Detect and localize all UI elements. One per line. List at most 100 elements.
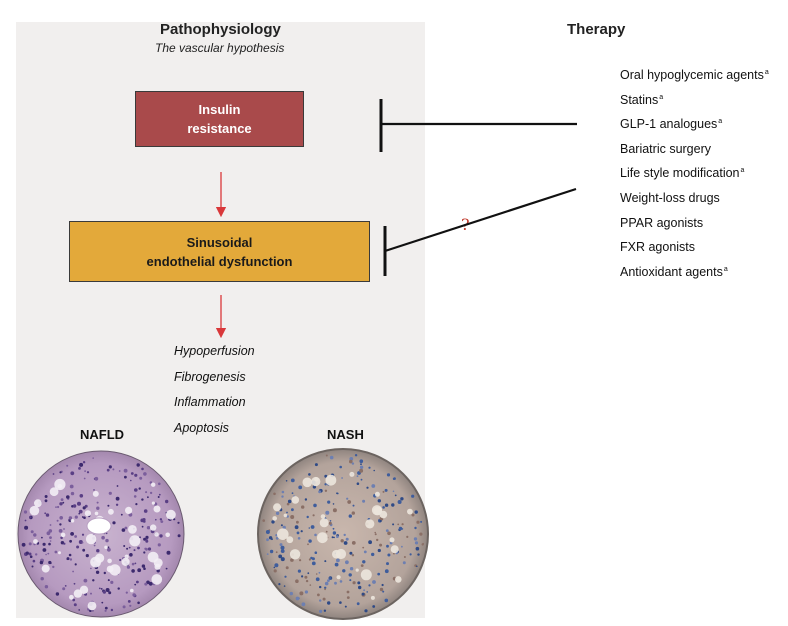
- nucleus-dot: [349, 459, 353, 464]
- nucleus-dot: [105, 538, 109, 543]
- nucleus-dot: [417, 553, 420, 556]
- nucleus-dot: [325, 454, 328, 457]
- nucleus-dot: [62, 501, 65, 504]
- nucleus-dot: [314, 533, 317, 537]
- nucleus-dot: [381, 583, 384, 587]
- nucleus-dot: [92, 610, 94, 612]
- nucleus-dot: [295, 579, 299, 583]
- nucleus-dot: [123, 545, 126, 547]
- nucleus-dot: [31, 565, 34, 568]
- nucleus-dot: [411, 494, 415, 498]
- nucleus-dot: [291, 508, 294, 512]
- nucleus-dot: [374, 533, 377, 536]
- nucleus-dot: [146, 580, 150, 585]
- nucleus-dot: [41, 536, 43, 539]
- nucleus-dot: [115, 503, 119, 506]
- nucleus-dot: [379, 519, 382, 523]
- nucleus-dot: [387, 553, 391, 557]
- fat-vacuole: [165, 532, 170, 538]
- nucleus-dot: [54, 550, 58, 554]
- fat-vacuole: [153, 558, 163, 568]
- nucleus-dot: [280, 557, 285, 562]
- nucleus-dot: [82, 506, 86, 510]
- nucleus-dot: [336, 558, 340, 563]
- nucleus-dot: [69, 484, 74, 489]
- nucleus-dot: [177, 534, 181, 538]
- nucleus-dot: [401, 545, 403, 548]
- nucleus-dot: [90, 567, 92, 570]
- nucleus-dot: [85, 554, 89, 558]
- nucleus-dot: [55, 506, 57, 508]
- nucleus-dot: [400, 497, 404, 501]
- nucleus-dot: [291, 492, 294, 495]
- nucleus-dot: [392, 523, 395, 526]
- nucleus-dot: [147, 496, 149, 499]
- nucleus-dot: [130, 479, 132, 482]
- nucleus-dot: [324, 483, 327, 486]
- nucleus-dot: [64, 585, 67, 587]
- nucleus-dot: [44, 585, 49, 589]
- nucleus-dot: [101, 601, 104, 604]
- nucleus-dot: [359, 468, 364, 473]
- nucleus-dot: [349, 551, 353, 555]
- nucleus-dot: [142, 518, 146, 522]
- nucleus-dot: [107, 579, 110, 582]
- nucleus-dot: [93, 489, 95, 491]
- nucleus-dot: [159, 534, 163, 538]
- nucleus-dot: [120, 513, 123, 516]
- nucleus-dot: [294, 525, 299, 530]
- fat-vacuole: [129, 535, 141, 547]
- fat-vacuole: [107, 558, 112, 564]
- nucleus-dot: [94, 476, 99, 481]
- nucleus-dot: [346, 590, 350, 594]
- nucleus-dot: [156, 569, 160, 573]
- nucleus-dot: [158, 493, 161, 496]
- nucleus-dot: [356, 602, 360, 606]
- nucleus-dot: [73, 582, 76, 585]
- nucleus-dot: [129, 604, 132, 607]
- fat-vacuole: [60, 532, 66, 538]
- nucleus-dot: [145, 538, 148, 541]
- nucleus-dot: [149, 491, 153, 495]
- nucleus-dot: [143, 537, 147, 541]
- nucleus-dot: [24, 519, 27, 522]
- nucleus-dot: [351, 541, 356, 545]
- nucleus-dot: [362, 546, 365, 549]
- nucleus-dot: [83, 578, 88, 583]
- nucleus-dot: [83, 516, 86, 519]
- nucleus-dot: [299, 559, 302, 562]
- nucleus-dot: [271, 520, 275, 524]
- nucleus-dot: [84, 470, 86, 472]
- fat-vacuole: [319, 518, 329, 528]
- nucleus-dot: [47, 552, 50, 555]
- nucleus-dot: [379, 543, 383, 547]
- nucleus-dot: [275, 534, 278, 537]
- nucleus-dot: [155, 518, 157, 521]
- nucleus-dot: [345, 537, 349, 541]
- nucleus-dot: [278, 554, 283, 559]
- nucleus-dot: [366, 486, 369, 489]
- nucleus-dot: [66, 557, 70, 561]
- fat-vacuole: [286, 536, 294, 544]
- nucleus-dot: [323, 609, 327, 612]
- fat-vacuole: [57, 484, 63, 489]
- nucleus-dot: [70, 532, 74, 536]
- nucleus-dot: [284, 575, 287, 578]
- nucleus-dot: [343, 533, 346, 537]
- nucleus-dot: [376, 538, 379, 542]
- nucleus-dot: [83, 477, 86, 480]
- nucleus-dot: [280, 549, 285, 553]
- therapy-item: Weight-loss drugs: [620, 190, 720, 205]
- nucleus-dot: [290, 558, 294, 562]
- nucleus-dot: [299, 591, 304, 596]
- nucleus-dot: [77, 501, 81, 506]
- nucleus-dot: [324, 560, 327, 563]
- nucleus-dot: [318, 490, 321, 494]
- nucleus-dot: [108, 465, 112, 469]
- nucleus-dot: [391, 503, 395, 507]
- nucleus-dot: [166, 550, 171, 555]
- fat-vacuole: [41, 564, 50, 573]
- nucleus-dot: [356, 482, 360, 486]
- fat-vacuole: [85, 533, 97, 545]
- nucleus-dot: [409, 553, 412, 556]
